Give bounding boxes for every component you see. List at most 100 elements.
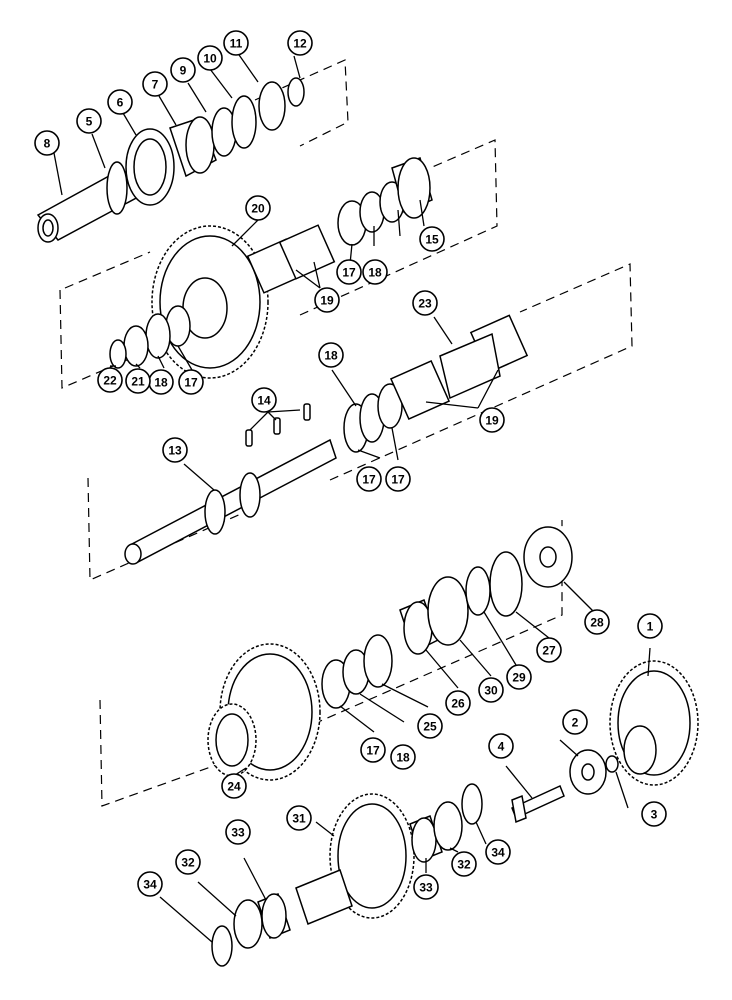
callout-34-b: 34 xyxy=(485,839,511,865)
callout-3-circle xyxy=(641,801,667,827)
callout-3-label: 3 xyxy=(651,808,658,822)
callout-33-b-circle xyxy=(413,874,439,900)
callout-15-label: 15 xyxy=(425,233,439,247)
callout-17-d: 17 xyxy=(336,259,362,285)
callout-9-circle xyxy=(170,57,196,83)
callout-33-b-label: 33 xyxy=(419,881,433,895)
callout-31: 31 xyxy=(286,805,312,831)
callout-26-circle xyxy=(445,690,471,716)
callout-14-circle xyxy=(251,387,277,413)
callout-26: 26 xyxy=(445,690,471,716)
callout-9: 9 xyxy=(170,57,196,83)
callout-1-label: 1 xyxy=(647,620,654,634)
callout-17-a-label: 17 xyxy=(184,376,198,390)
taper-bearing-33-left xyxy=(257,893,291,939)
callout-7: 7 xyxy=(142,71,168,97)
bearing-cup-32-right xyxy=(433,801,463,851)
callout-23: 23 xyxy=(412,290,438,316)
callout-18-a-label: 18 xyxy=(154,376,168,390)
callout-18-d-circle xyxy=(390,744,416,770)
callout-33-a-label: 33 xyxy=(231,826,245,840)
needle-rollers-19-upper xyxy=(246,224,336,294)
callout-18-d: 18 xyxy=(390,744,416,770)
callout-34-a-circle xyxy=(137,871,163,897)
snap-ring-29 xyxy=(465,566,491,616)
callout-23-label: 23 xyxy=(418,297,432,311)
callout-17-a-circle xyxy=(178,369,204,395)
callout-28: 28 xyxy=(584,609,610,635)
callout-25-circle xyxy=(417,713,443,739)
callout-11: 11 xyxy=(223,30,249,56)
callout-23-circle xyxy=(412,290,438,316)
callout-32-a: 32 xyxy=(175,849,201,875)
callout-17-b: 17 xyxy=(356,466,382,492)
parts xyxy=(36,77,699,967)
callout-18-c-circle xyxy=(362,259,388,285)
callout-17-d-label: 17 xyxy=(342,266,356,280)
callout-14-label: 14 xyxy=(257,394,271,408)
washer-21 xyxy=(123,325,149,367)
callout-17-e: 17 xyxy=(360,737,386,763)
callout-15-circle xyxy=(419,226,445,252)
callout-6-label: 6 xyxy=(117,96,124,110)
callout-17-e-label: 17 xyxy=(366,744,380,758)
snap-ring-22 xyxy=(109,339,127,369)
callout-5-label: 5 xyxy=(86,115,93,129)
washer-2 xyxy=(569,749,607,795)
callout-13-circle xyxy=(162,437,188,463)
callout-32-a-circle xyxy=(175,849,201,875)
callout-4-circle xyxy=(488,733,514,759)
callout-9-label: 9 xyxy=(180,64,187,78)
callout-29-label: 29 xyxy=(512,671,526,685)
callout-17-b-circle xyxy=(356,466,382,492)
snap-ring-34-left xyxy=(211,925,233,967)
callout-27: 27 xyxy=(536,637,562,663)
washer-17-mid xyxy=(377,383,403,429)
callout-11-circle xyxy=(223,30,249,56)
callout-2-circle xyxy=(562,709,588,735)
bearing-cup-32-left xyxy=(233,899,263,949)
callout-4-label: 4 xyxy=(498,740,505,754)
spacer-sleeve-23 xyxy=(439,332,501,400)
callout-22: 22 xyxy=(97,367,123,393)
callout-17-a: 17 xyxy=(178,369,204,395)
cover-28 xyxy=(523,526,573,588)
callout-11-label: 11 xyxy=(230,37,243,51)
snap-ring-34-right xyxy=(461,783,483,825)
callout-19-a-label: 19 xyxy=(320,294,334,308)
callout-26-label: 26 xyxy=(451,697,465,711)
callout-17-b-label: 17 xyxy=(362,473,376,487)
callout-28-label: 28 xyxy=(590,616,604,630)
callout-32-b: 32 xyxy=(451,851,477,877)
callout-17-c-label: 17 xyxy=(391,473,405,487)
callout-34-b-circle xyxy=(485,839,511,865)
callout-7-label: 7 xyxy=(152,78,159,92)
callout-34-a: 34 xyxy=(137,871,163,897)
callout-4: 4 xyxy=(488,733,514,759)
callout-1: 1 xyxy=(637,613,663,639)
callout-8-label: 8 xyxy=(44,137,51,151)
callout-13-label: 13 xyxy=(168,444,182,458)
bolt-4 xyxy=(511,784,565,824)
callout-30-label: 30 xyxy=(484,684,498,698)
callout-25: 25 xyxy=(417,713,443,739)
callout-21-circle xyxy=(125,368,151,394)
callout-7-circle xyxy=(142,71,168,97)
callout-29-circle xyxy=(506,664,532,690)
callout-6: 6 xyxy=(107,89,133,115)
callout-21-label: 21 xyxy=(131,375,145,389)
callout-34-a-label: 34 xyxy=(143,878,157,892)
taper-bearing-7 xyxy=(169,116,217,178)
callout-12-circle xyxy=(287,30,313,56)
callout-19-b-label: 19 xyxy=(485,414,499,428)
callout-17-e-circle xyxy=(360,737,386,763)
callout-6-circle xyxy=(107,89,133,115)
callout-2: 2 xyxy=(562,709,588,735)
leader-lines xyxy=(53,51,651,943)
needle-rollers-19-mid xyxy=(389,314,529,421)
cluster-gear-24 xyxy=(207,643,321,781)
callout-18-b-circle xyxy=(318,342,344,368)
